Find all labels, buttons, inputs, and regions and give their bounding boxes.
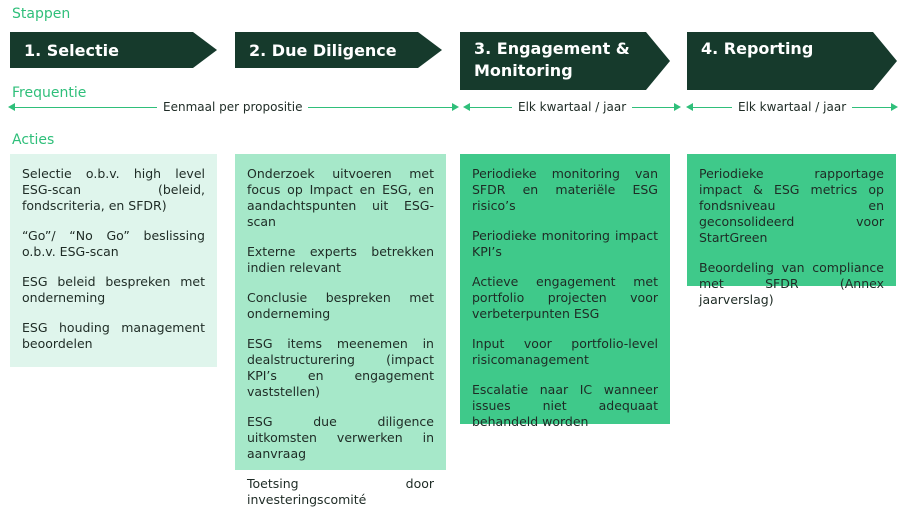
action-item: ESG items meenemen in dealstructurering … [247,336,434,399]
frequency-text: Elk kwartaal / jaar [732,100,853,115]
arrow-left-icon [463,103,470,111]
actions-card-engagement: Periodieke monitoring van SFDR en materi… [460,154,670,429]
acties-label: Acties [12,132,55,148]
step-reporting: 4. Reporting [687,32,897,90]
step-label: 4. Reporting [701,39,814,58]
arrow-left-icon [686,103,693,111]
arrow-right-icon [891,103,898,111]
step-selectie: 1. Selectie [10,32,217,68]
action-item: Conclusie bespreken met onderneming [247,290,434,321]
step-engagement-monitoring: 3. Engagement & Monitoring [460,32,670,90]
arrow-left-icon [8,103,15,111]
action-item: Escalatie naar IC wanneer issues niet ad… [472,382,658,429]
action-item: “Go”/ “No Go” beslissing o.b.v. ESG-scan [22,228,205,259]
frequentie-label: Frequentie [12,85,87,101]
action-item: Beoordeling van compliance met SFDR (Ann… [699,260,884,307]
step-label: 3. Engagement & Monitoring [474,39,630,80]
action-item: Periodieke monitoring van SFDR en materi… [472,166,658,213]
action-item: ESG due diligence uitkomsten verwerken i… [247,414,434,461]
action-item: Periodieke rapportage impact & ESG metri… [699,166,884,245]
arrow-right-icon [452,103,459,111]
action-item: Externe experts betrekken indien relevan… [247,244,434,275]
actions-card-selectie: Selectie o.b.v. high level ESG-scan (bel… [10,154,217,367]
arrow-right-icon [674,103,681,111]
action-item: Onderzoek uitvoeren met focus op Impact … [247,166,434,229]
frequency-text: Elk kwartaal / jaar [512,100,633,115]
action-item: Selectie o.b.v. high level ESG-scan (bel… [22,166,205,213]
actions-card-due-diligence: Onderzoek uitvoeren met focus op Impact … [235,154,446,507]
action-item: Toetsing door investeringscomité [247,476,434,507]
action-item: Input voor portfolio-level risicomanagem… [472,336,658,367]
stappen-label: Stappen [12,6,71,22]
action-item: ESG beleid bespreken met onderneming [22,274,205,305]
action-item: Periodieke monitoring impact KPI’s [472,228,658,259]
action-item: ESG houding management beoordelen [22,320,205,351]
action-item: Actieve engagement met portfolio project… [472,274,658,321]
step-label: 2. Due Diligence [249,40,397,60]
frequency-text: Eenmaal per propositie [157,100,309,115]
actions-card-reporting: Periodieke rapportage impact & ESG metri… [687,154,896,307]
step-label: 1. Selectie [24,40,119,60]
step-due-diligence: 2. Due Diligence [235,32,442,68]
